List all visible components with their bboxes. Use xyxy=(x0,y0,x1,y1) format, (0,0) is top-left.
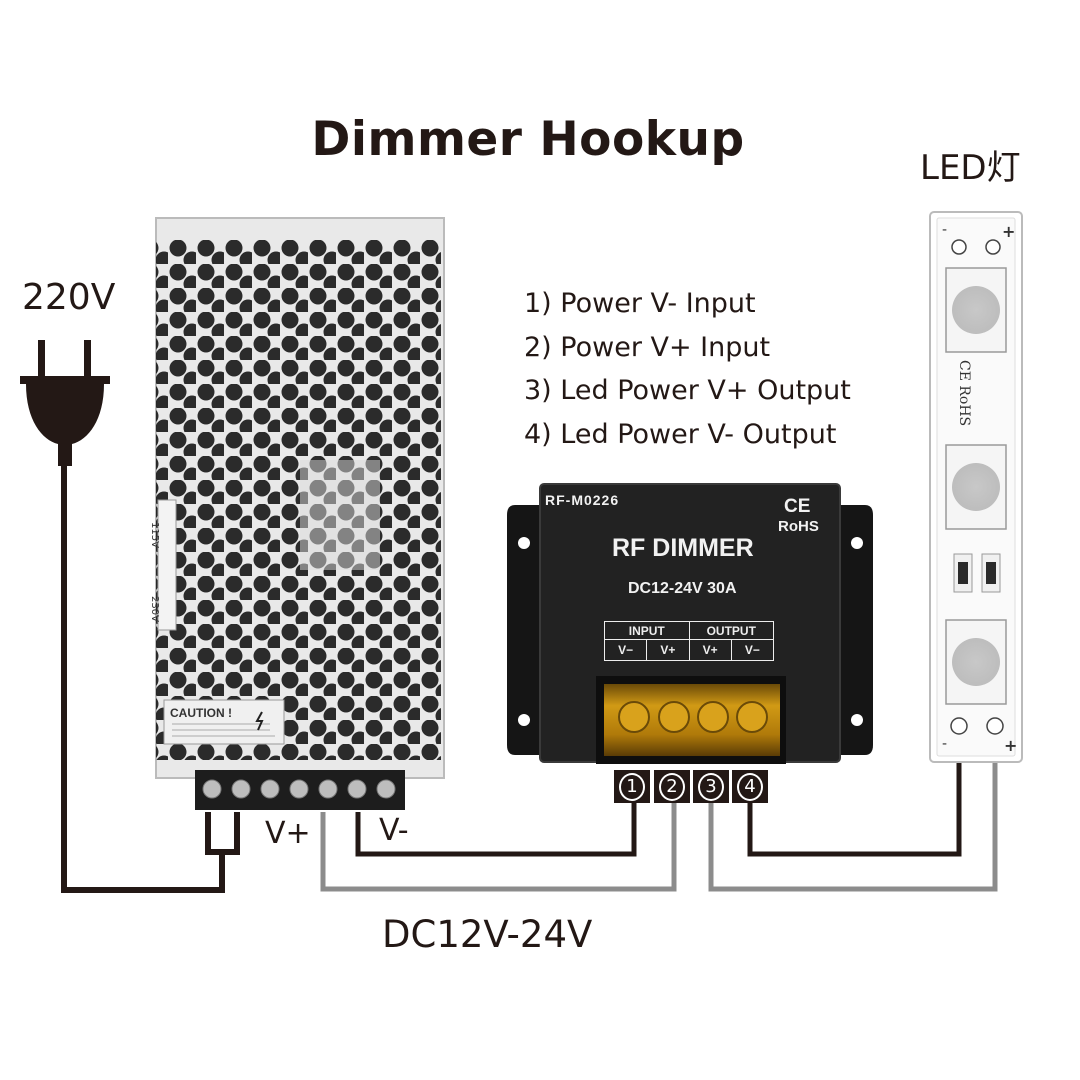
mounting-hole xyxy=(851,714,863,726)
led-chip xyxy=(945,619,1007,705)
legend-item-4: 4) Led Power V- Output xyxy=(524,419,837,450)
psu-terminal-screw xyxy=(376,779,396,799)
led-pad-plus-bottom xyxy=(986,717,1004,735)
terminal-label-4: V− xyxy=(744,643,760,657)
psu-terminal-screw xyxy=(202,779,222,799)
led-plus-bottom-label: + xyxy=(1004,736,1018,755)
dimmer-spec: DC12-24V 30A xyxy=(628,580,737,597)
rohs-mark: RoHS xyxy=(778,518,819,535)
plug-icon xyxy=(20,340,110,466)
led-chip xyxy=(945,267,1007,353)
led-pad-plus-top xyxy=(985,239,1001,255)
mounting-hole xyxy=(518,714,530,726)
led-minus-bottom-label: - xyxy=(942,736,948,752)
mains-voltage-label: 220V xyxy=(22,277,116,318)
led-minus-top-label: - xyxy=(942,222,948,238)
mounting-hole xyxy=(851,537,863,549)
lightning-icon xyxy=(255,711,264,731)
voltage-switch-label xyxy=(157,499,177,631)
diagram-title: Dimmer Hookup xyxy=(311,112,745,167)
legend-item-3: 3) Led Power V+ Output xyxy=(524,375,851,406)
led-pad-minus-bottom xyxy=(950,717,968,735)
led-plus-top-label: + xyxy=(1002,222,1016,241)
switch-115v-label: 115V xyxy=(149,522,160,548)
terminal-label-table: INPUT OUTPUT V− V+ V+ V− xyxy=(604,621,774,661)
psu-vminus-label: V- xyxy=(379,813,409,848)
output-header: OUTPUT xyxy=(706,623,756,638)
led-pad-minus-top xyxy=(951,239,967,255)
caution-sticker xyxy=(163,699,285,745)
psu-vplus-label: V+ xyxy=(265,816,311,851)
terminal-number-badge-4: 4 xyxy=(732,770,768,803)
led-strip-title: LED灯 xyxy=(920,148,1021,188)
terminal-number-badge-1: 1 xyxy=(614,770,650,803)
terminal-number-badge-3: 3 xyxy=(693,770,729,803)
wire-psu-vminus-to-input-1 xyxy=(355,803,637,857)
terminal-label-2: V+ xyxy=(647,640,690,660)
resistor xyxy=(981,553,1001,593)
input-header: INPUT xyxy=(605,622,690,639)
psu-terminal-screw xyxy=(231,779,251,799)
led-cert-label: CE RoHS xyxy=(956,360,972,427)
dimmer-terminal-screws xyxy=(618,701,768,733)
terminal-label-3: V+ xyxy=(690,640,732,660)
mains-wire xyxy=(61,466,240,893)
wire-output-3-to-led-plus xyxy=(708,738,998,892)
switch-230v-label: 230V xyxy=(149,596,160,622)
psu-terminal-screw xyxy=(260,779,280,799)
terminal-number-badge-2: 2 xyxy=(654,770,690,803)
led-strip xyxy=(929,211,1023,763)
resistor xyxy=(953,553,973,593)
legend-item-2: 2) Power V+ Input xyxy=(524,332,771,363)
psu-terminal-screw xyxy=(347,779,367,799)
power-supply xyxy=(155,217,445,810)
psu-terminal-screw xyxy=(318,779,338,799)
rf-dimmer xyxy=(507,483,873,764)
psu-terminal-screw xyxy=(289,779,309,799)
legend-item-1: 1) Power V- Input xyxy=(524,288,756,319)
wire-psu-vplus-to-input-2 xyxy=(320,803,677,892)
led-chip xyxy=(945,444,1007,530)
terminal-label-1: V− xyxy=(605,640,648,660)
caution-label: CAUTION ! xyxy=(170,706,232,720)
wire-output-4-to-led-minus xyxy=(747,738,962,857)
dc-output-label: DC12V-24V xyxy=(382,913,593,956)
mounting-hole xyxy=(518,537,530,549)
ce-mark-icon: CE xyxy=(784,496,811,517)
dimmer-name: RF DIMMER xyxy=(612,534,754,562)
dimmer-model: RF-M0226 xyxy=(545,492,620,508)
